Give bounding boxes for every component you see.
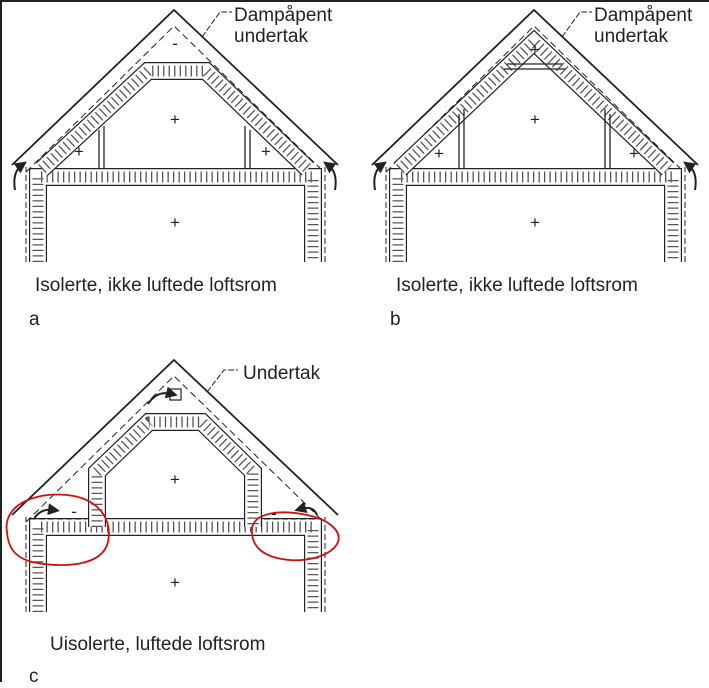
pressure-sign-left: +: [74, 142, 84, 161]
wall-dashed-line: [25, 517, 326, 612]
pressure-sign-center: +: [170, 470, 180, 489]
caption-c: Uisolerte, luftede loftsrom: [50, 634, 266, 655]
airflow-arrow-icon: [13, 161, 27, 191]
wall-dashed-line: [385, 167, 686, 262]
letter-b: b: [390, 309, 401, 330]
diagram-a: [11, 8, 339, 262]
caption-a: Isolerte, ikke luftede loftsrom: [35, 275, 277, 296]
collar-tie-lines: [504, 63, 565, 70]
pressure-sign-room: +: [170, 213, 180, 232]
pressure-sign-center: +: [170, 110, 180, 129]
roof-line: [11, 8, 339, 166]
airflow-arrow-icon: [373, 161, 387, 191]
highlight-circle-left: [5, 493, 110, 566]
airflow-arrow-icon: [147, 386, 178, 405]
roof-line: [11, 358, 339, 516]
ceiling-wall-insulation-fill: [30, 519, 321, 612]
pressure-sign-apex: +: [530, 40, 540, 59]
pressure-sign-room: +: [530, 213, 540, 232]
airflow-arrow-icon: [683, 161, 697, 191]
caption-b: Isolerte, ikke luftede loftsrom: [396, 275, 638, 296]
label-leader-line: [561, 11, 592, 38]
ceiling-wall-insulation: [29, 518, 322, 612]
pressure-sign-right: +: [629, 144, 639, 163]
airflow-arrow-icon: [33, 503, 60, 520]
letter-c: c: [29, 666, 39, 687]
highlight-circle-right: [251, 511, 340, 562]
pressure-sign-left: +: [434, 144, 444, 163]
letter-a: a: [29, 309, 40, 330]
label-leader-line: [201, 11, 232, 38]
pressure-sign-apex: -: [172, 34, 178, 53]
sloped-attic-insulation-coils: [38, 65, 312, 174]
diagram-c: [5, 358, 340, 612]
kneewall-lines: [98, 126, 251, 169]
attic-room-insulation-fill: [89, 414, 261, 527]
ceiling-wall-insulation-coils: [392, 171, 679, 262]
ceiling-wall-insulation-coils: [32, 171, 319, 262]
roof-underside-insulation-coils: [396, 34, 672, 173]
roof-underlay-dashed: [25, 375, 325, 523]
pressure-sign-right: -: [271, 504, 277, 523]
diagram-b: [371, 8, 699, 262]
roof-underlay-label: Undertak: [243, 363, 321, 384]
pressure-sign-left: -: [71, 502, 77, 521]
airflow-arrow-icon: [294, 501, 318, 516]
roof-line: [371, 8, 699, 166]
pressure-sign-room: +: [170, 573, 180, 592]
kneewall-lines: [458, 109, 611, 169]
ceiling-wall-insulation-coils: [32, 521, 319, 612]
pressure-sign-right: +: [261, 142, 271, 161]
airflow-arrow-icon: [323, 161, 337, 191]
pressure-sign-center: +: [530, 110, 540, 129]
wall-dashed-line: [25, 167, 326, 262]
roof-underlay-dashed: [25, 25, 325, 173]
label-leader-line: [206, 369, 238, 393]
